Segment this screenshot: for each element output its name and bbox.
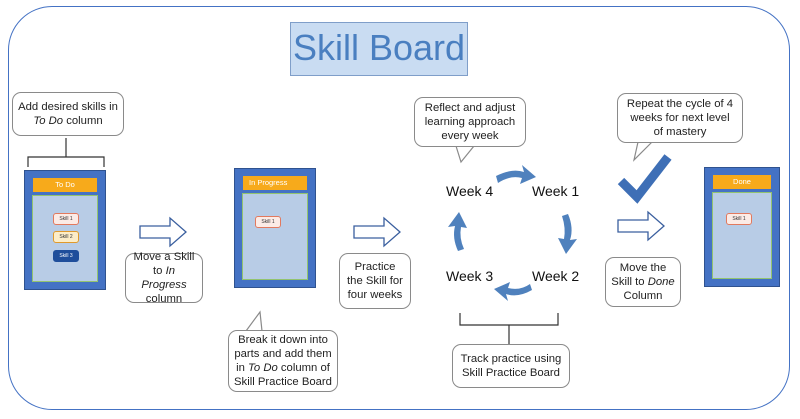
board-body-done — [712, 192, 772, 279]
week-4-label: Week 4 — [446, 183, 494, 199]
skill-card[interactable]: Skill 1 — [53, 213, 79, 225]
note-done-line2a: Skill to — [611, 276, 648, 288]
note-move-in-progress: Move a Skill to In Progress column — [125, 251, 203, 305]
week-2-label: Week 2 — [532, 268, 580, 284]
note-move-italic: In Progress — [141, 265, 187, 291]
note-reflect-line3: every week — [441, 130, 499, 142]
note-reflect: Reflect and adjust learning approach eve… — [414, 97, 526, 147]
board-body-todo — [32, 195, 98, 282]
cycle-arrow-left — [448, 212, 467, 251]
board-in-progress: In Progress Skill 1 — [234, 168, 316, 288]
skill-card[interactable]: Skill 1 — [726, 213, 752, 225]
note-practice: Practice the Skill for four weeks — [339, 253, 411, 309]
note-move-line1: Move a Skill — [133, 251, 195, 263]
note-done-line1: Move the — [619, 262, 667, 274]
skill-card[interactable]: Skill 1 — [255, 216, 281, 228]
note-reflect-line1: Reflect and adjust — [424, 102, 516, 114]
board-header-in-progress: In Progress — [243, 176, 307, 190]
arrow-1 — [139, 216, 187, 248]
skill-card[interactable]: Skill 2 — [53, 231, 79, 243]
note-repeat-line1: Repeat the cycle of 4 — [626, 98, 734, 110]
note-done-italic: Done — [647, 276, 675, 288]
note-track-line2: Skill Practice Board — [462, 367, 560, 379]
note-practice-line3: four weeks — [347, 289, 403, 301]
note-add-skills: Add desired skills in To Do column — [12, 92, 124, 136]
cycle-arrows — [448, 165, 577, 301]
pointer-reflect — [455, 145, 475, 164]
note-track-line1: Track practice using — [460, 353, 562, 365]
note-add-skills-italic: To Do — [33, 115, 64, 127]
board-done: Done Skill 1 — [704, 167, 780, 287]
check-icon — [617, 154, 672, 204]
board-header-done: Done — [713, 175, 771, 189]
note-break-down: Break it down into parts and add them in… — [228, 330, 338, 392]
skill-card[interactable]: Skill 3 — [53, 250, 79, 262]
note-move-line3: column — [145, 293, 183, 305]
note-repeat: Repeat the cycle of 4 weeks for next lev… — [617, 93, 743, 143]
note-move-done: Move the Skill to Done Column — [605, 257, 681, 307]
arrow-2 — [353, 216, 401, 248]
note-break-line1: Break it down into — [238, 334, 328, 346]
note-reflect-line2: learning approach — [424, 116, 516, 128]
bracket-track — [459, 313, 559, 344]
note-repeat-line2: weeks for next level — [630, 112, 730, 124]
week-1-label: Week 1 — [532, 183, 580, 199]
cycle-arrow-top — [496, 165, 536, 184]
note-practice-line2: the Skill for — [347, 275, 403, 287]
week-3-label: Week 3 — [446, 268, 494, 284]
page-title: Skill Board — [290, 22, 468, 76]
board-todo: To Do Skill 1 Skill 2 Skill 3 — [24, 170, 106, 290]
note-repeat-line3: of mastery — [653, 126, 707, 138]
outer-frame — [8, 6, 790, 410]
note-break-line3a: in — [236, 362, 249, 374]
note-done-line3: Column — [623, 290, 663, 302]
arrow-3 — [617, 210, 665, 242]
note-add-skills-line1: Add desired skills in — [18, 101, 118, 113]
note-break-line4: Skill Practice Board — [234, 376, 332, 388]
note-break-line3b: column of — [277, 362, 330, 374]
board-body-in-progress — [242, 193, 308, 280]
note-track: Track practice using Skill Practice Boar… — [452, 344, 570, 388]
pointer-break — [245, 310, 263, 332]
note-move-line2a: to — [153, 265, 166, 277]
note-break-line2: parts and add them — [234, 348, 332, 360]
note-break-italic: To Do — [248, 362, 278, 374]
note-practice-line1: Practice — [354, 261, 396, 273]
board-header-todo: To Do — [33, 178, 97, 192]
note-add-skills-rest: column — [63, 115, 103, 127]
cycle-arrow-right — [558, 214, 577, 254]
brace-todo — [27, 138, 105, 167]
pointer-repeat — [632, 141, 653, 162]
cycle-arrow-bottom — [494, 282, 532, 301]
